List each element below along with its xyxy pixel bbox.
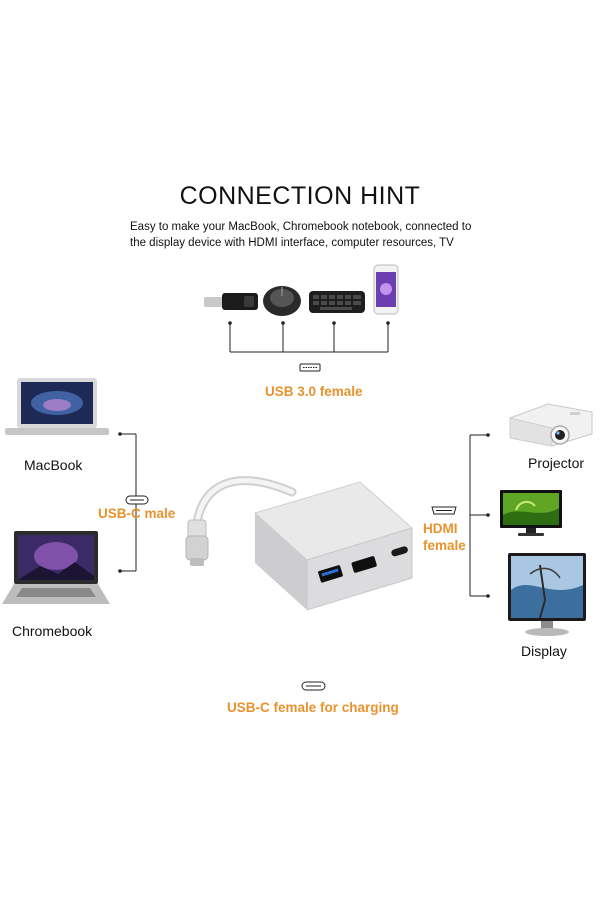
display-connector-lines (469, 433, 490, 598)
macbook-icon (5, 378, 109, 435)
usb3-label: USB 3.0 female (265, 384, 363, 399)
projector-icon (509, 403, 593, 447)
chromebook-icon (2, 531, 110, 604)
display-icon (508, 553, 586, 636)
subtitle-line-2: the display device with HDMI interface, … (130, 237, 454, 249)
usbc-male-label: USB-C male (98, 506, 176, 521)
hdmi-port-icon (431, 506, 457, 515)
mouse-icon (263, 286, 301, 316)
monitor-icon (500, 490, 562, 536)
charging-label: USB-C female for charging (227, 700, 399, 715)
projector-label: Projector (528, 455, 585, 471)
usb-c-port-icon (125, 495, 149, 505)
phone-icon (373, 264, 399, 315)
flash-drive-icon (204, 293, 258, 310)
hdmi-label-line-1: HDMI (423, 521, 458, 536)
page-title: CONNECTION HINT (179, 182, 421, 210)
display-label: Display (521, 643, 567, 659)
usb-connector-lines (228, 321, 390, 353)
charging-port-icon (301, 681, 326, 691)
chromebook-label: Chromebook (12, 623, 93, 639)
keyboard-icon (309, 291, 365, 313)
usb-c-adapter-image (185, 476, 414, 611)
hdmi-label-line-2: female (423, 538, 466, 553)
subtitle-line-1: Easy to make your MacBook, Chromebook no… (130, 221, 472, 233)
macbook-label: MacBook (24, 457, 83, 473)
usb-port-icon (299, 363, 321, 372)
